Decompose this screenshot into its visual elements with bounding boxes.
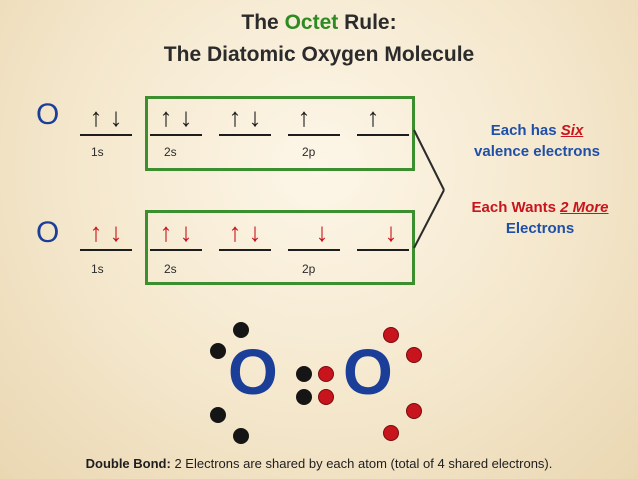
- orbital-2s-atom-1: ↑ ↓: [150, 100, 202, 136]
- spin-up-arrow-icon: ↑: [228, 217, 242, 247]
- electron-dot: [406, 347, 422, 363]
- spin-down-arrow-icon: ↓: [179, 217, 193, 247]
- spin-up-arrow-icon: ↑: [159, 217, 173, 247]
- side-note-1-emph: Six: [560, 122, 584, 139]
- label-1s-atom-1: 1s: [91, 145, 104, 159]
- spin-down-arrow-icon: ↓: [315, 217, 329, 247]
- orbital-1s-atom-1: ↑ ↓: [80, 100, 132, 136]
- lewis-oxygen-right: O: [343, 336, 393, 408]
- bracket-connector: [413, 129, 445, 249]
- spin-down-arrow-icon: ↓: [109, 102, 123, 132]
- label-2p-atom-2: 2p: [302, 262, 316, 276]
- spin-up-arrow-icon: ↑: [89, 102, 103, 132]
- orbital-2s-atom-2: ↑ ↓: [150, 215, 202, 251]
- electron-dot: [383, 425, 399, 441]
- spin-down-arrow-icon: ↓: [179, 102, 193, 132]
- spin-up-arrow-icon: ↑: [297, 102, 311, 132]
- spin-up-arrow-icon: ↑: [89, 217, 103, 247]
- electron-dot: [383, 327, 399, 343]
- side-note-2-line2: Electrons: [505, 220, 575, 237]
- orbital-1s-atom-2: ↑ ↓: [80, 215, 132, 251]
- footer-bold: Double Bond:: [85, 456, 171, 471]
- oxygen-atom-2-symbol: O: [36, 216, 60, 249]
- valence-box-atom-1: [145, 96, 415, 171]
- shared-electron-dot: [318, 389, 334, 405]
- spin-up-arrow-icon: ↑: [228, 102, 242, 132]
- spin-down-arrow-icon: ↓: [248, 217, 262, 247]
- orbital-2p-x-atom-1: ↑ ↓: [219, 100, 271, 136]
- orbital-2p-z-atom-1: ↑: [357, 100, 409, 136]
- spin-down-arrow-icon: ↓: [248, 102, 262, 132]
- label-2s-atom-1: 2s: [164, 145, 177, 159]
- electron-dot: [233, 322, 249, 338]
- shared-electron-dot: [318, 366, 334, 382]
- shared-electron-dot: [296, 389, 312, 405]
- electron-dot: [210, 343, 226, 359]
- label-2p-atom-1: 2p: [302, 145, 316, 159]
- footer-note: Double Bond: 2 Electrons are shared by e…: [0, 456, 638, 471]
- orbital-2p-y-atom-2: ↓: [288, 215, 340, 251]
- orbital-2p-y-atom-1: ↑: [288, 100, 340, 136]
- title-prefix: The: [241, 11, 279, 34]
- electron-dot: [233, 428, 249, 444]
- label-2s-atom-2: 2s: [164, 262, 177, 276]
- lewis-oxygen-left: O: [228, 336, 278, 408]
- spin-down-arrow-icon: ↓: [384, 217, 398, 247]
- spin-up-arrow-icon: ↑: [366, 102, 380, 132]
- shared-electron-dot: [296, 366, 312, 382]
- side-note-1-line2: valence electrons: [474, 143, 600, 160]
- label-1s-atom-2: 1s: [91, 262, 104, 276]
- side-note-wants: Each Wants 2 More Electrons: [450, 197, 630, 239]
- title-accent: Octet: [284, 11, 339, 34]
- side-note-valence: Each has Six valence electrons: [452, 120, 622, 162]
- side-note-2-emph: 2 More: [560, 199, 609, 216]
- footer-text: 2 Electrons are shared by each atom (tot…: [174, 456, 553, 471]
- side-note-1-prefix: Each has: [490, 122, 557, 139]
- side-note-2-prefix: Each Wants: [471, 199, 556, 216]
- electron-dot: [406, 403, 422, 419]
- electron-dot: [210, 407, 226, 423]
- oxygen-atom-1-symbol: O: [36, 98, 60, 131]
- spin-up-arrow-icon: ↑: [159, 102, 173, 132]
- orbital-2p-x-atom-2: ↑ ↓: [219, 215, 271, 251]
- title-suffix: Rule:: [344, 11, 397, 34]
- title-line-2: The Diatomic Oxygen Molecule: [163, 43, 475, 66]
- title-line-1: The Octet Rule:: [0, 8, 638, 38]
- orbital-2p-z-atom-2: ↓: [357, 215, 409, 251]
- spin-down-arrow-icon: ↓: [109, 217, 123, 247]
